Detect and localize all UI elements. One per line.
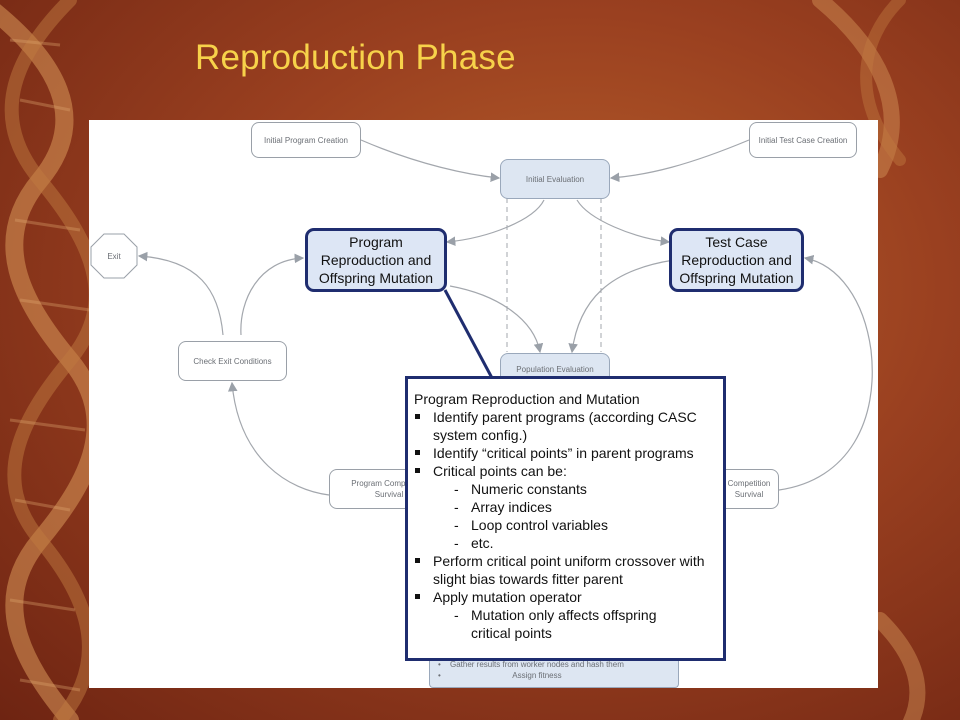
mutation-note: Mutation only affects offspring critical… bbox=[414, 606, 723, 642]
test-case-reproduction-line-1: Test Case bbox=[705, 234, 768, 250]
diagram-connectors bbox=[137, 139, 873, 496]
test-case-competition-line-2: Survival bbox=[734, 490, 764, 499]
callout-bullet: Identify parent programs (according CASC… bbox=[414, 408, 723, 444]
critical-point-item: Array indices bbox=[414, 498, 723, 516]
test-case-reproduction-line-2: Reproduction and bbox=[681, 252, 792, 268]
initial-program-creation-node: Initial Program Creation bbox=[251, 122, 361, 158]
gather-item: Gather results from worker nodes and has… bbox=[438, 659, 624, 670]
exit-node: Exit bbox=[90, 233, 138, 279]
test-case-competition-line-1: Competition bbox=[727, 479, 771, 488]
callout-bullet: Perform critical point uniform crossover… bbox=[414, 552, 723, 588]
program-reproduction-line-3: Offspring Mutation bbox=[318, 270, 434, 286]
callout-box: Program Reproduction and Mutation Identi… bbox=[405, 376, 726, 661]
exit-octagon-icon bbox=[90, 233, 138, 279]
check-exit-conditions-node: Check Exit Conditions bbox=[178, 341, 287, 381]
program-competition-line-1: Program Competition bbox=[351, 479, 427, 488]
program-reproduction-line-1: Program bbox=[349, 234, 403, 250]
gather-item: Assign fitness bbox=[438, 670, 624, 681]
slide-title: Reproduction Phase bbox=[195, 38, 516, 77]
program-competition-line-2: Survival bbox=[374, 490, 404, 499]
exit-label: Exit bbox=[107, 251, 121, 261]
callout-bullet: Identify “critical points” in parent pro… bbox=[414, 444, 723, 462]
critical-point-item: Loop control variables bbox=[414, 516, 723, 534]
callout-bullet: Apply mutation operator bbox=[414, 588, 723, 606]
callout-bullet: Critical points can be: bbox=[414, 462, 723, 480]
test-case-reproduction-line-3: Offspring Mutation bbox=[679, 270, 794, 286]
callout-heading: Program Reproduction and Mutation bbox=[414, 391, 640, 407]
initial-test-case-creation-node: Initial Test Case Creation bbox=[749, 122, 857, 158]
program-reproduction-node: Program Reproduction and Offspring Mutat… bbox=[305, 228, 447, 292]
program-reproduction-line-2: Reproduction and bbox=[320, 252, 432, 268]
critical-point-item: Numeric constants bbox=[414, 480, 723, 498]
test-case-reproduction-node: Test Case Reproduction and Offspring Mut… bbox=[669, 228, 804, 292]
critical-point-item: etc. bbox=[414, 534, 723, 552]
initial-evaluation-node: Initial Evaluation bbox=[500, 159, 610, 199]
gather-list: Gather results from worker nodes and has… bbox=[434, 659, 624, 681]
